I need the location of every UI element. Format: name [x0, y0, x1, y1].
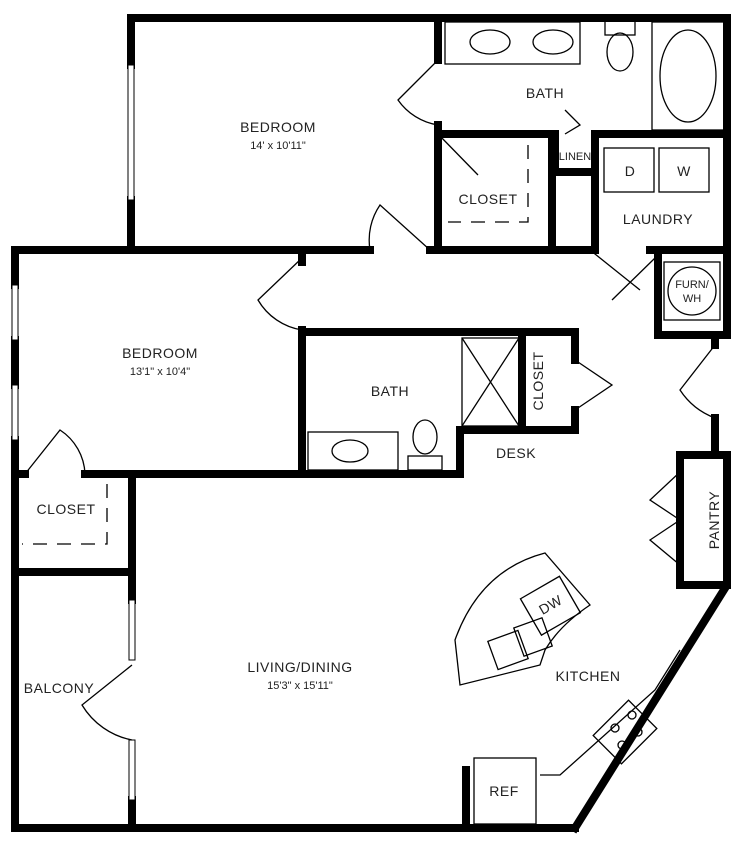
window	[128, 599, 136, 661]
wh-label: WH	[683, 293, 701, 305]
sink	[331, 439, 369, 463]
counter	[540, 649, 681, 776]
living-label: LIVING/DINING	[247, 659, 352, 675]
dryer	[603, 147, 655, 193]
door	[679, 344, 716, 419]
window	[11, 284, 19, 341]
door	[24, 429, 86, 475]
washer	[658, 147, 710, 193]
shower	[461, 337, 520, 427]
closet-door	[448, 145, 529, 223]
window	[11, 384, 19, 441]
toilet-tank	[604, 19, 636, 36]
bath2-label: BATH	[371, 383, 409, 399]
bedroom2-size: 13'1" x 10'4"	[130, 366, 190, 378]
balcony-label: BALCONY	[24, 680, 95, 696]
pantry-door	[648, 471, 681, 566]
linen-label: LINEN	[559, 151, 591, 163]
island	[454, 552, 591, 686]
closet1-label: CLOSET	[458, 191, 517, 207]
window	[128, 739, 136, 801]
toilet	[606, 32, 634, 72]
bedroom1-size: 14' x 10'11"	[250, 140, 306, 152]
window	[127, 64, 135, 201]
doors	[22, 59, 716, 741]
stove	[592, 699, 658, 765]
dw-label: DW	[536, 592, 565, 618]
ref-label: REF	[489, 783, 519, 799]
sink	[469, 29, 511, 55]
bedroom2-label: BEDROOM	[122, 345, 198, 361]
toilet	[412, 419, 438, 455]
door	[81, 664, 133, 741]
closet-door	[22, 484, 108, 545]
toilet-tank	[407, 455, 443, 471]
sink	[487, 629, 529, 671]
fixtures	[307, 19, 725, 825]
vanity	[307, 431, 399, 471]
furn-label: FURN/	[675, 279, 710, 291]
door	[368, 204, 431, 251]
kitchen-label: KITCHEN	[556, 668, 621, 684]
pantry-label: PANTRY	[706, 491, 722, 550]
tub	[651, 21, 725, 131]
room-labels: BEDROOM 14' x 10'11" BEDROOM 13'1" x 10'…	[24, 85, 722, 799]
dryer-label: D	[625, 163, 636, 179]
tub-basin	[659, 29, 717, 123]
bedroom1-label: BEDROOM	[240, 119, 316, 135]
desk-label: DESK	[496, 445, 536, 461]
sink	[512, 616, 554, 658]
door	[437, 133, 479, 176]
door	[589, 249, 656, 301]
closet3-label: CLOSET	[530, 351, 546, 410]
dishwasher	[519, 575, 582, 637]
laundry-label: LAUNDRY	[623, 211, 693, 227]
washer-label: W	[677, 163, 691, 179]
vanity	[444, 21, 581, 65]
door	[574, 359, 614, 411]
door	[564, 109, 582, 135]
furnace	[663, 261, 721, 321]
sink	[532, 29, 574, 55]
windows	[11, 64, 136, 801]
bath1-label: BATH	[526, 85, 564, 101]
door	[397, 59, 439, 126]
door	[257, 257, 303, 331]
refrigerator	[473, 757, 537, 825]
living-size: 15'3" x 15'11"	[267, 680, 333, 692]
walls	[11, 14, 731, 834]
closet2-label: CLOSET	[36, 501, 95, 517]
